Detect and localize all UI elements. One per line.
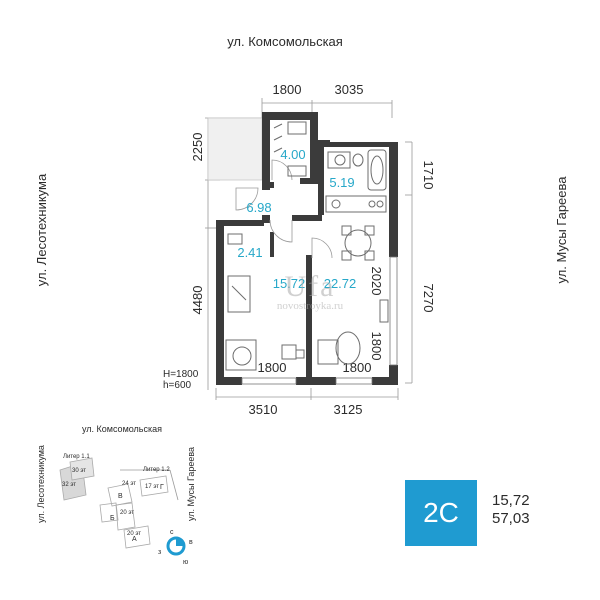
- minimap-liter-1-2: Литер 1.2: [143, 467, 170, 473]
- room-kitchen-top-area: 5.19: [329, 175, 354, 190]
- minimap-block-g: Г: [160, 484, 164, 491]
- dim-bottom-left: 3510: [249, 402, 278, 417]
- room-bedroom-area: 15.72: [273, 276, 306, 291]
- minimap-floors-20a: 20 эт: [120, 510, 134, 516]
- minimap-street-top: ул. Комсомольская: [82, 424, 162, 434]
- room-wardrobe-area: 2.41: [237, 245, 262, 260]
- street-left-label: ул. Лесотехникума: [34, 173, 49, 286]
- minimap-floors-17: 17 эт: [145, 484, 159, 490]
- dim-inner-vertical-2: 1800: [369, 332, 384, 361]
- total-area-value: 57,03: [492, 510, 530, 527]
- height-upper-label: H=1800: [163, 369, 199, 380]
- dim-left-bottom: 4480: [190, 286, 205, 315]
- dim-bottom-right: 3125: [334, 402, 363, 417]
- site-minimap: ул. Комсомольская ул. Лесотехникума ул. …: [36, 424, 196, 566]
- minimap-floors-30: 30 эт: [72, 468, 86, 474]
- minimap-floors-24: 24 эт: [122, 481, 136, 487]
- dim-right-bottom: 7270: [421, 284, 436, 313]
- minimap-liter-1-1: Литер 1.1: [63, 454, 90, 460]
- street-right-label: ул. Мусы Гареева: [554, 176, 569, 284]
- room-hall-area: 6.98: [246, 200, 271, 215]
- minimap-floors-20b: 20 эт: [127, 531, 141, 537]
- minimap-block-v: В: [118, 493, 123, 500]
- height-lower-label: h=600: [163, 380, 192, 391]
- compass-east: в: [189, 539, 193, 546]
- apartment-type-badge: 2С: [405, 480, 477, 546]
- minimap-block-b: Б: [110, 515, 115, 522]
- living-area-value: 15,72: [492, 492, 530, 509]
- minimap-block-a: А: [132, 536, 137, 543]
- room-living-area: 22.72: [324, 276, 357, 291]
- compass-south: ю: [183, 559, 188, 566]
- minimap-street-left: ул. Лесотехникума: [36, 445, 46, 523]
- dim-right-top: 1710: [421, 161, 436, 190]
- minimap-street-right: ул. Мусы Гареева: [186, 447, 196, 521]
- minimap-floors-32: 32 эт: [62, 482, 76, 488]
- dim-left-top: 2250: [190, 133, 205, 162]
- dim-inner-vertical-1: 2020: [369, 267, 384, 296]
- dim-top-left: 1800: [273, 82, 302, 97]
- dim-window-right: 1800: [343, 360, 372, 375]
- dim-window-left: 1800: [258, 360, 287, 375]
- apartment-areas: 15,72 57,03: [492, 492, 530, 528]
- room-bathroom-area: 4.00: [280, 147, 305, 162]
- compass-north: с: [170, 529, 174, 536]
- dim-top-right: 3035: [335, 82, 364, 97]
- compass-west: з: [158, 549, 161, 556]
- street-top-label: ул. Комсомольская: [227, 34, 343, 49]
